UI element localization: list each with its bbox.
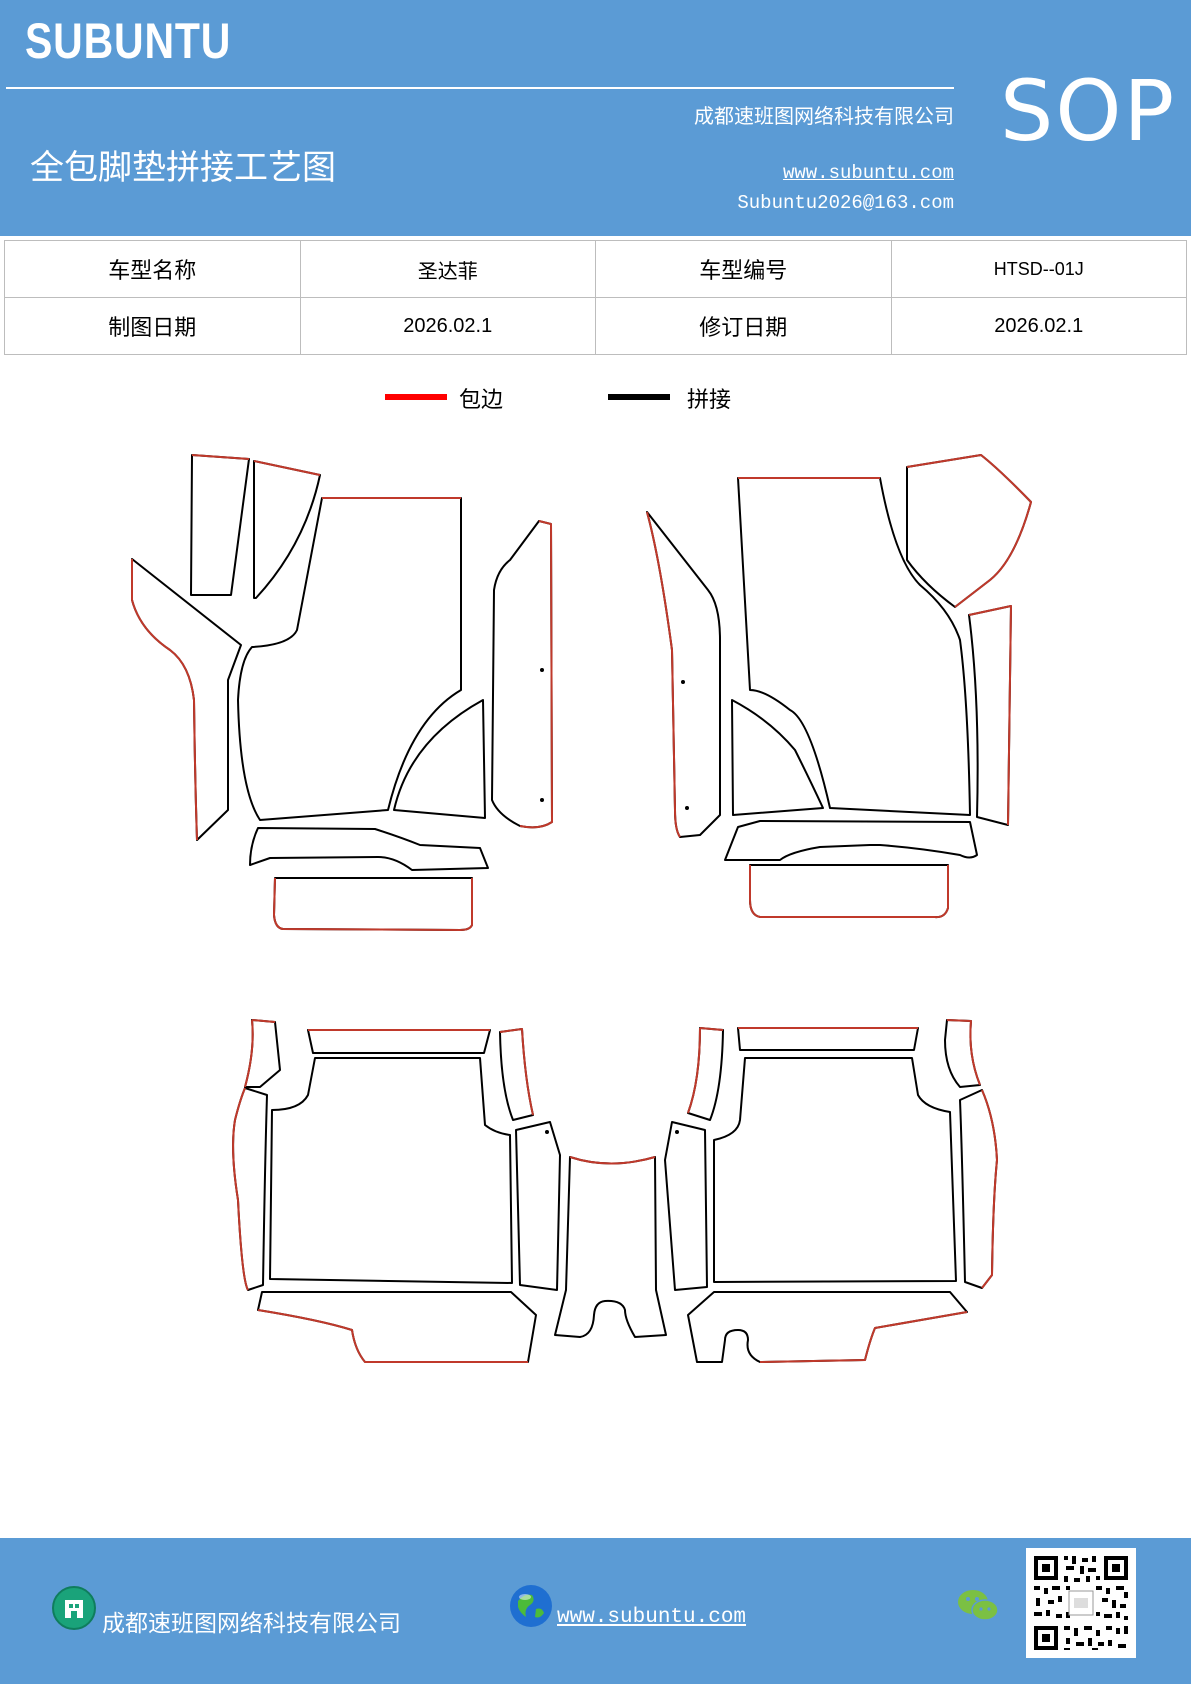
- mat-piece-edge: [981, 1089, 998, 1289]
- mat-piece: [749, 864, 949, 919]
- pin-hole: [681, 680, 685, 684]
- header-email[interactable]: Subuntu2026@163.com: [737, 192, 954, 214]
- mat-piece: [687, 1291, 968, 1363]
- mat-piece: [554, 1156, 667, 1338]
- mat-piece-edge: [191, 454, 250, 460]
- mat-piece: [906, 454, 1032, 608]
- mat-piece-edge: [749, 865, 949, 919]
- mat-piece: [269, 1057, 513, 1284]
- mat-piece: [664, 1121, 708, 1291]
- mat-piece: [944, 1019, 981, 1088]
- legend-edge-label: 包边: [459, 388, 504, 413]
- mat-piece-edge: [232, 1087, 249, 1291]
- mat-piece: [237, 497, 462, 821]
- footer-company: 成都速班图网络科技有限公司: [102, 1611, 401, 1637]
- mat-piece: [253, 460, 321, 599]
- center-tunnel-mat: [554, 1156, 667, 1338]
- sop-badge: SOP: [1000, 62, 1177, 160]
- mat-piece: [491, 520, 553, 829]
- mat-piece: [232, 1087, 268, 1291]
- floor-mat-pattern-drawing: [131, 454, 1032, 1363]
- label-revise-date: 修订日期: [595, 297, 892, 355]
- front-right-mat-group: [646, 454, 1032, 919]
- rear-left-mat-group: [232, 1019, 561, 1363]
- pin-hole: [540, 798, 544, 802]
- label-model-name: 车型名称: [4, 240, 301, 298]
- mat-piece: [307, 1029, 491, 1054]
- value-draw-date: 2026.02.1: [299, 297, 596, 355]
- value-model-name: 圣达菲: [299, 240, 596, 298]
- mat-piece: [515, 1121, 561, 1291]
- mat-piece: [737, 477, 971, 816]
- globe-icon: [510, 1585, 552, 1627]
- mat-piece: [968, 605, 1012, 826]
- header-banner: SUBUNTU 成都速班图网络科技有限公司 全包脚垫拼接工艺图 www.subu…: [0, 0, 1191, 236]
- mat-piece-edge: [687, 1027, 724, 1114]
- mat-piece-edge: [244, 1019, 276, 1088]
- header-divider: [6, 87, 954, 89]
- mat-piece: [731, 699, 824, 816]
- mat-piece: [131, 558, 242, 841]
- mat-piece-edge: [131, 559, 198, 841]
- mat-piece: [393, 699, 486, 819]
- mat-piece-edge: [569, 1156, 656, 1165]
- info-table: 车型名称 圣达菲 车型编号 HTSD--01J 制图日期 2026.02.1 修…: [4, 240, 1187, 355]
- value-revise-date: 2026.02.1: [890, 297, 1187, 355]
- label-draw-date: 制图日期: [4, 297, 301, 355]
- qr-code-pattern: [1034, 1556, 1128, 1650]
- mat-piece: [273, 877, 473, 931]
- mat-piece-edge: [257, 1309, 528, 1363]
- mat-piece: [687, 1027, 724, 1121]
- pin-hole: [685, 806, 689, 810]
- building-icon: [52, 1586, 96, 1630]
- mat-piece-edge: [273, 877, 473, 931]
- footer-banner: 成都速班图网络科技有限公司 www.subuntu.com: [0, 1538, 1191, 1684]
- pin-hole: [540, 668, 544, 672]
- mat-piece: [244, 1019, 281, 1088]
- mat-piece-edge: [253, 460, 321, 476]
- header-website-link[interactable]: www.subuntu.com: [782, 162, 954, 184]
- mat-piece-edge: [968, 605, 1012, 826]
- mat-piece-edge: [906, 454, 1032, 608]
- pin-hole: [545, 1130, 549, 1134]
- mat-piece: [713, 1057, 957, 1283]
- legend-edge-swatch: [385, 394, 447, 400]
- mat-piece-edge: [759, 1311, 968, 1363]
- value-model-code: HTSD--01J: [890, 240, 1187, 298]
- mat-piece-edge: [499, 1028, 534, 1116]
- mat-piece-edge: [946, 1019, 981, 1086]
- mat-piece: [499, 1028, 534, 1121]
- brand-logo: SUBUNTU: [25, 13, 232, 69]
- rear-right-mat-group: [664, 1019, 998, 1363]
- mat-piece: [190, 454, 250, 596]
- table-row: 车型名称 圣达菲 车型编号 HTSD--01J: [4, 240, 1187, 298]
- qr-code[interactable]: [1026, 1548, 1136, 1658]
- front-left-mat-group: [131, 454, 553, 931]
- wechat-icon[interactable]: [956, 1586, 1000, 1626]
- mat-piece: [257, 1291, 537, 1363]
- mat-piece: [249, 827, 489, 871]
- mat-piece: [737, 1027, 919, 1051]
- mat-piece: [724, 820, 978, 861]
- header-company: 成都速班图网络科技有限公司: [694, 104, 954, 128]
- legend-seam-label: 拼接: [687, 388, 732, 413]
- table-row: 制图日期 2026.02.1 修订日期 2026.02.1: [4, 297, 1187, 355]
- document-title: 全包脚垫拼接工艺图: [30, 148, 336, 188]
- footer-website-link[interactable]: www.subuntu.com: [557, 1606, 747, 1629]
- legend-seam-swatch: [608, 394, 670, 400]
- pin-hole: [675, 1130, 679, 1134]
- label-model-code: 车型编号: [595, 240, 892, 298]
- mat-piece-edge: [646, 511, 681, 838]
- mat-piece-edge: [519, 520, 553, 829]
